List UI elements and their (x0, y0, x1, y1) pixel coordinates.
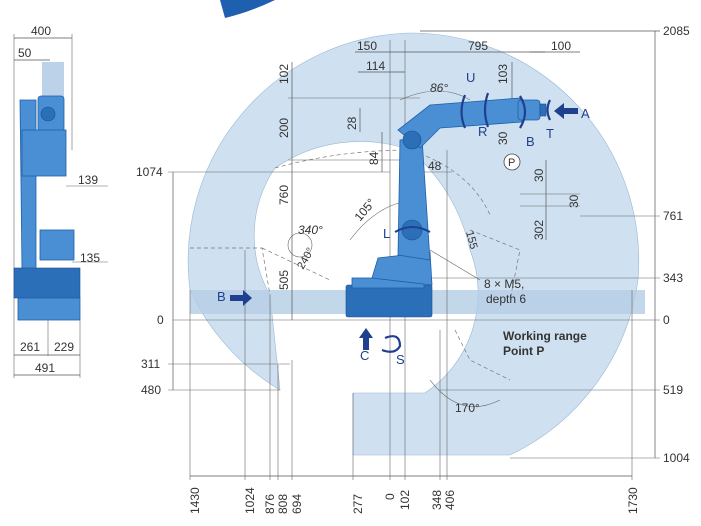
dim-100: 100 (551, 39, 571, 53)
bottom-label-277: 277 (351, 494, 365, 514)
dim-760: 760 (277, 185, 291, 205)
angle-86: 86° (430, 81, 448, 95)
mount-note-line2: depth 6 (486, 292, 526, 306)
dim-150: 150 (357, 39, 377, 53)
axis-letter-B: B (526, 134, 535, 149)
angle-170: 170° (455, 401, 480, 415)
axis-label-1004: 1004 (663, 451, 690, 465)
angle-240: 240° (295, 246, 317, 272)
range-title-line2: Point P (503, 344, 544, 358)
dim-30-b: 30 (532, 168, 546, 182)
corner-accent (220, 0, 275, 18)
axis-letter-A: A (581, 106, 590, 121)
dim-795: 795 (468, 39, 488, 53)
dim-30-a: 30 (496, 131, 510, 145)
axis-label-761: 761 (663, 209, 683, 223)
axis-letter-C: C (360, 348, 369, 363)
dim-102-vert: 102 (277, 64, 291, 84)
axis-letter-R: R (478, 124, 487, 139)
arrow-A (554, 103, 578, 119)
side-dim-139: 139 (78, 173, 98, 187)
axis-letter-B-flange: B (217, 289, 226, 304)
bottom-label-0: 0 (383, 493, 397, 500)
dim-28: 28 (345, 116, 359, 130)
angle-340: 340° (298, 223, 323, 237)
side-dim-261: 261 (20, 340, 40, 354)
axis-label-0-right: 0 (663, 313, 670, 327)
bottom-label-1024: 1024 (243, 487, 257, 514)
side-dim-229: 229 (54, 340, 74, 354)
point-p-marker (503, 153, 521, 171)
axis-label-343: 343 (663, 271, 683, 285)
top-dimensions: 150 795 100 114 102 200 760 505 28 84 48… (277, 39, 581, 320)
axis-label-0-left: 0 (157, 313, 164, 327)
arrow-B (230, 290, 252, 306)
arrow-C (359, 328, 373, 350)
dim-505: 505 (277, 270, 291, 290)
axis-label-1074: 1074 (136, 165, 163, 179)
dim-302: 302 (532, 220, 546, 240)
bottom-label-406: 406 (443, 490, 457, 510)
dim-114: 114 (366, 59, 385, 73)
axis-letter-T: T (546, 126, 554, 141)
dim-103: 103 (496, 64, 510, 84)
side-dim-50: 50 (18, 46, 32, 60)
bottom-dimension-axis: 1430 1024 876 808 694 277 0 102 348 406 … (188, 40, 640, 514)
bottom-label-1430: 1430 (188, 487, 202, 514)
axis-label-311: 311 (141, 357, 160, 371)
axis-label-2085: 2085 (663, 24, 690, 38)
dim-48: 48 (428, 159, 442, 173)
bottom-label-348: 348 (430, 490, 444, 510)
angle-105: 105° (352, 196, 379, 224)
axis-label-519: 519 (663, 383, 683, 397)
axis-label-480: 480 (141, 383, 161, 397)
side-dim-491: 491 (35, 361, 55, 375)
right-dimension-axis: 2085 761 343 0 519 1004 (173, 24, 690, 465)
range-title-line1: Working range (503, 329, 587, 343)
axis-letter-S: S (396, 352, 405, 367)
axis-letter-L: L (383, 226, 390, 241)
left-dimension-axis: 1074 0 311 480 (136, 165, 390, 397)
bottom-label-1730: 1730 (626, 487, 640, 514)
dim-155: 155 (463, 230, 479, 251)
bottom-label-694: 694 (290, 494, 304, 514)
dim-84: 84 (367, 151, 381, 165)
point-p-label: P (508, 157, 515, 169)
axis-letter-U: U (466, 70, 475, 85)
robot-arm (345, 97, 547, 318)
side-dim-400: 400 (31, 24, 51, 38)
bottom-label-102: 102 (398, 490, 412, 510)
axis-rotation-markers (381, 92, 551, 353)
dim-200: 200 (277, 118, 291, 138)
mount-note-line1: 8 × M5, (484, 277, 524, 291)
side-view: 400 50 139 135 261 229 491 (13, 24, 108, 378)
bottom-label-876: 876 (263, 494, 277, 514)
dim-30-c: 30 (567, 194, 581, 208)
side-dim-135: 135 (80, 251, 100, 265)
bottom-label-808: 808 (276, 494, 290, 514)
